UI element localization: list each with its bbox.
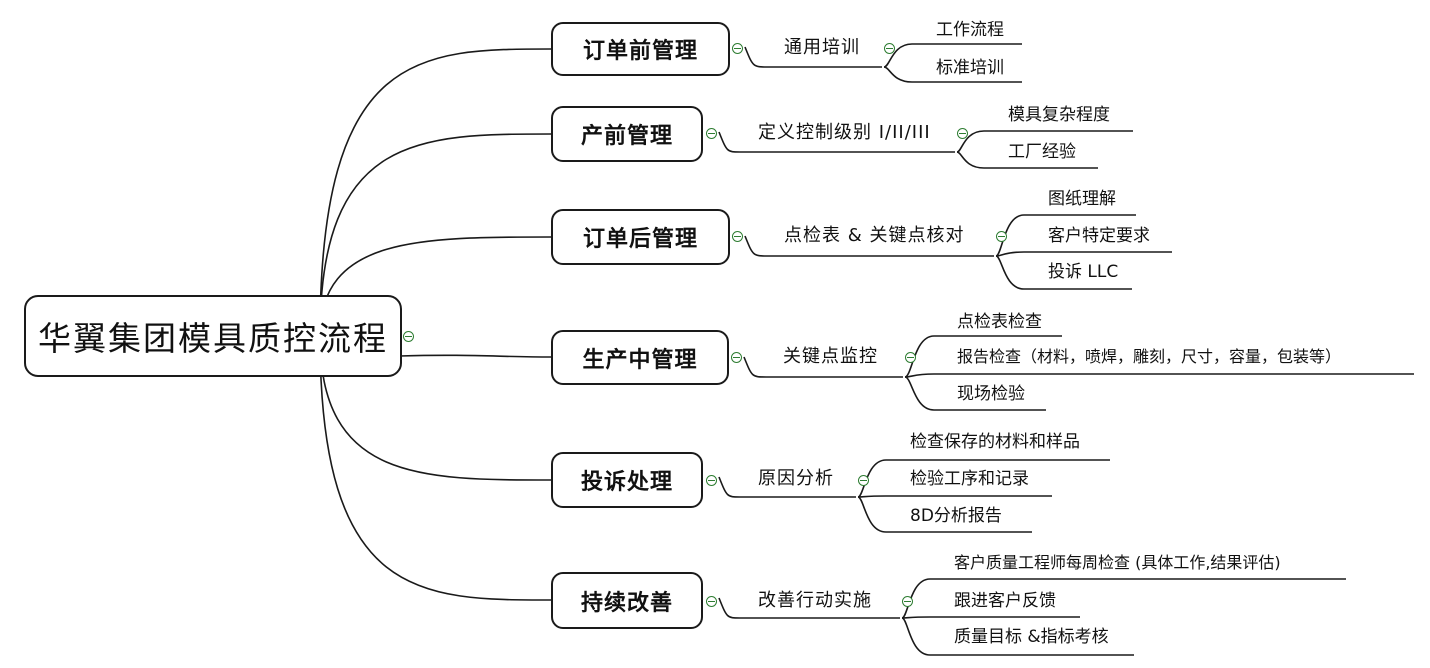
leaf-topic[interactable]: 模具复杂程度 [1008, 105, 1110, 125]
collapse-toggle-icon[interactable] [706, 596, 717, 607]
sub-topic[interactable]: 原因分析 [758, 468, 834, 489]
connector-line [744, 46, 882, 68]
connector-line [399, 354, 552, 358]
connector-line [319, 335, 552, 601]
connector-line [319, 133, 552, 337]
collapse-toggle-icon[interactable] [957, 128, 968, 139]
collapse-toggle-icon[interactable] [731, 352, 742, 363]
collapse-toggle-icon[interactable] [905, 352, 916, 363]
leaf-topic[interactable]: 质量目标 &指标考核 [954, 627, 1109, 647]
branch-label: 持续改善 [580, 590, 673, 616]
connector-line [901, 578, 1346, 619]
connector-line [883, 43, 1022, 68]
leaf-topic[interactable]: 标准培训 [936, 58, 1004, 78]
collapse-toggle-icon[interactable] [706, 475, 717, 486]
sub-topic[interactable]: 点检表 & 关键点核对 [784, 225, 965, 246]
connector-line [901, 616, 1080, 619]
leaf-topic[interactable]: 检验工序和记录 [910, 469, 1029, 489]
sub-topic[interactable]: 改善行动实施 [758, 590, 872, 611]
collapse-toggle-icon[interactable] [996, 231, 1007, 242]
leaf-topic[interactable]: 报告检查（材料，喷焊，雕刻，尺寸，容量，包装等） [957, 347, 1342, 366]
connector-line [995, 255, 1132, 290]
sub-topic[interactable]: 关键点监控 [783, 346, 878, 367]
connector-line [956, 151, 1098, 169]
leaf-topic[interactable]: 工作流程 [936, 20, 1004, 40]
leaf-topic[interactable]: 工厂经验 [1008, 142, 1076, 162]
collapse-toggle-icon[interactable] [902, 596, 913, 607]
leaf-topic[interactable]: 8D分析报告 [910, 506, 1002, 526]
branch-label: 订单后管理 [582, 227, 698, 252]
collapse-toggle-icon[interactable] [706, 128, 717, 139]
leaf-topic[interactable]: 投诉 LLC [1048, 262, 1119, 282]
connector-line [995, 214, 1136, 257]
sub-topic[interactable]: 定义控制级别 I/II/III [758, 122, 931, 143]
connector-line [883, 66, 1022, 83]
connector-line [743, 356, 903, 378]
root-label: 华翼集团模具质控流程 [38, 319, 388, 358]
connector-line [904, 376, 1046, 411]
sub-topic[interactable]: 通用培训 [784, 37, 860, 58]
collapse-toggle-icon[interactable] [732, 43, 743, 54]
connector-line [718, 476, 856, 498]
leaf-topic[interactable]: 点检表检查 [957, 312, 1042, 332]
collapse-toggle-icon[interactable] [403, 331, 414, 342]
leaf-topic[interactable]: 检查保存的材料和样品 [910, 432, 1080, 452]
connector-line [718, 597, 900, 619]
connector-line [904, 373, 1414, 378]
connector-line [744, 235, 994, 257]
collapse-toggle-icon[interactable] [858, 475, 869, 486]
branch-label: 产前管理 [580, 124, 673, 149]
branch-node-post-order[interactable]: 订单后管理 [551, 209, 730, 265]
branch-node-in-production[interactable]: 生产中管理 [551, 330, 729, 385]
branch-node-complaint-handling[interactable]: 投诉处理 [551, 452, 703, 508]
branch-node-pre-production[interactable]: 产前管理 [551, 106, 703, 162]
branch-node-continuous-improvement[interactable]: 持续改善 [551, 572, 703, 629]
branch-label: 生产中管理 [582, 347, 698, 373]
connector-line [956, 130, 1133, 153]
root-node[interactable]: 华翼集团模具质控流程 [24, 295, 402, 377]
branch-node-pre-order[interactable]: 订单前管理 [551, 22, 730, 76]
connector-line [901, 617, 1134, 656]
branch-label: 订单前管理 [582, 39, 698, 64]
connector-line [857, 496, 1032, 533]
collapse-toggle-icon[interactable] [884, 43, 895, 54]
leaf-topic[interactable]: 现场检验 [957, 384, 1025, 404]
connector-line [857, 459, 1110, 498]
connector-line [857, 495, 1052, 498]
leaf-topic[interactable]: 客户特定要求 [1048, 226, 1150, 246]
branch-label: 投诉处理 [580, 470, 673, 495]
connector-line [995, 251, 1172, 257]
connector-line [718, 131, 955, 153]
connector-line [904, 335, 1062, 378]
leaf-topic[interactable]: 跟进客户反馈 [954, 591, 1056, 611]
collapse-toggle-icon[interactable] [732, 231, 743, 242]
connector-line [319, 335, 552, 481]
connector-line [319, 48, 552, 337]
leaf-topic[interactable]: 图纸理解 [1048, 189, 1116, 209]
leaf-topic[interactable]: 客户质量工程师每周检查 (具体工作,结果评估) [954, 553, 1281, 572]
